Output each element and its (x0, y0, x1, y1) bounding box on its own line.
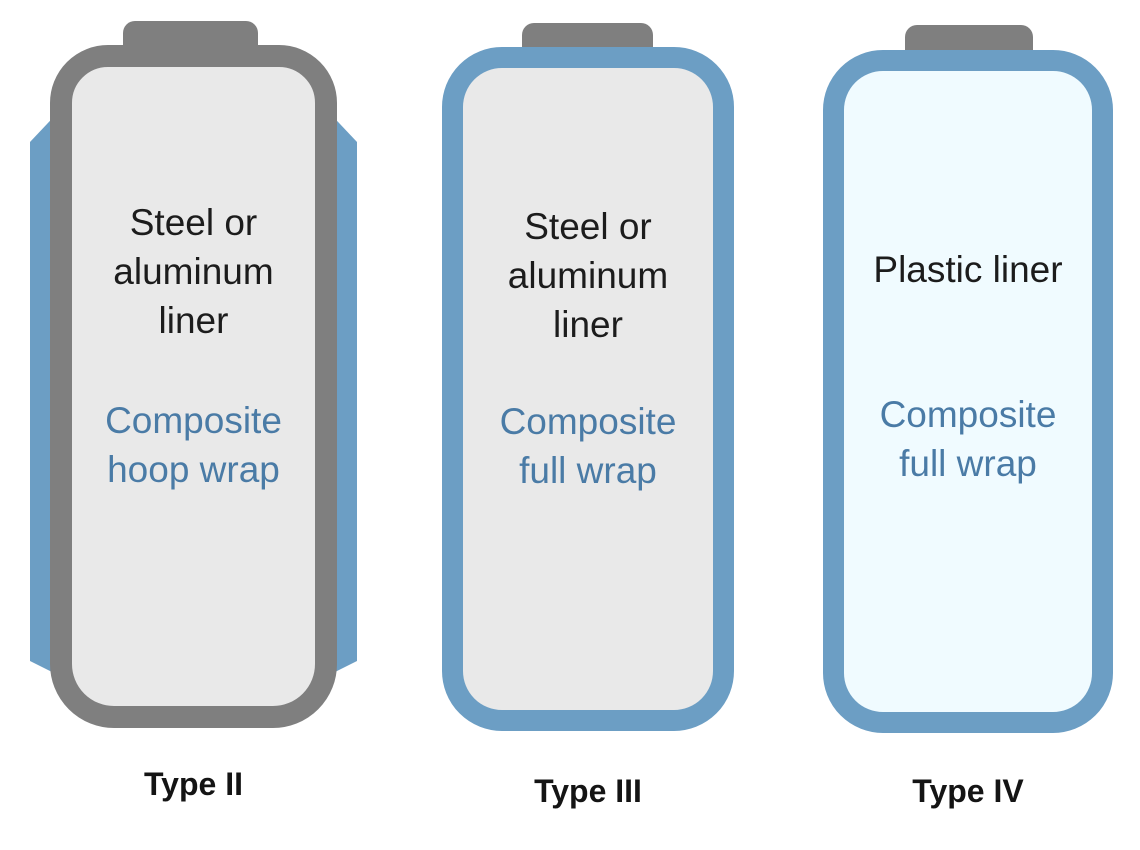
type-ii-caption: Type II (144, 766, 243, 802)
wrap-label-line: full wrap (899, 443, 1037, 484)
wrap-label-line: Composite (499, 401, 677, 442)
type-iii-caption: Type III (534, 773, 642, 809)
wrap-label-line: Composite (105, 400, 282, 441)
liner-label-line: liner (158, 300, 229, 341)
type-iv-wrap-label: Composite full wrap (823, 390, 1113, 488)
liner-label-line: Plastic liner (873, 249, 1063, 290)
type-iii-wrap-label: Composite full wrap (442, 397, 734, 495)
type-ii-wrap-label: Composite hoop wrap (50, 396, 337, 494)
type-iv-vessel-body (823, 50, 1113, 733)
wrap-label-line: full wrap (519, 450, 657, 491)
wrap-label-line: hoop wrap (107, 449, 280, 490)
liner-label-line: liner (553, 304, 623, 345)
type-iii-vessel-body (442, 47, 734, 731)
type-ii-vessel-body (50, 45, 337, 728)
wrap-label-line: Composite (879, 394, 1057, 435)
liner-label-line: aluminum (113, 251, 274, 292)
liner-label-line: Steel or (129, 202, 258, 243)
liner-label-line: aluminum (507, 255, 669, 296)
type-ii-liner-label: Steel or aluminum liner (50, 198, 337, 345)
type-iv-caption: Type IV (912, 773, 1024, 809)
type-iii-liner-label: Steel or aluminum liner (442, 202, 734, 349)
type-iv-liner-label: Plastic liner (823, 245, 1113, 294)
liner-label-line: Steel or (524, 206, 652, 247)
